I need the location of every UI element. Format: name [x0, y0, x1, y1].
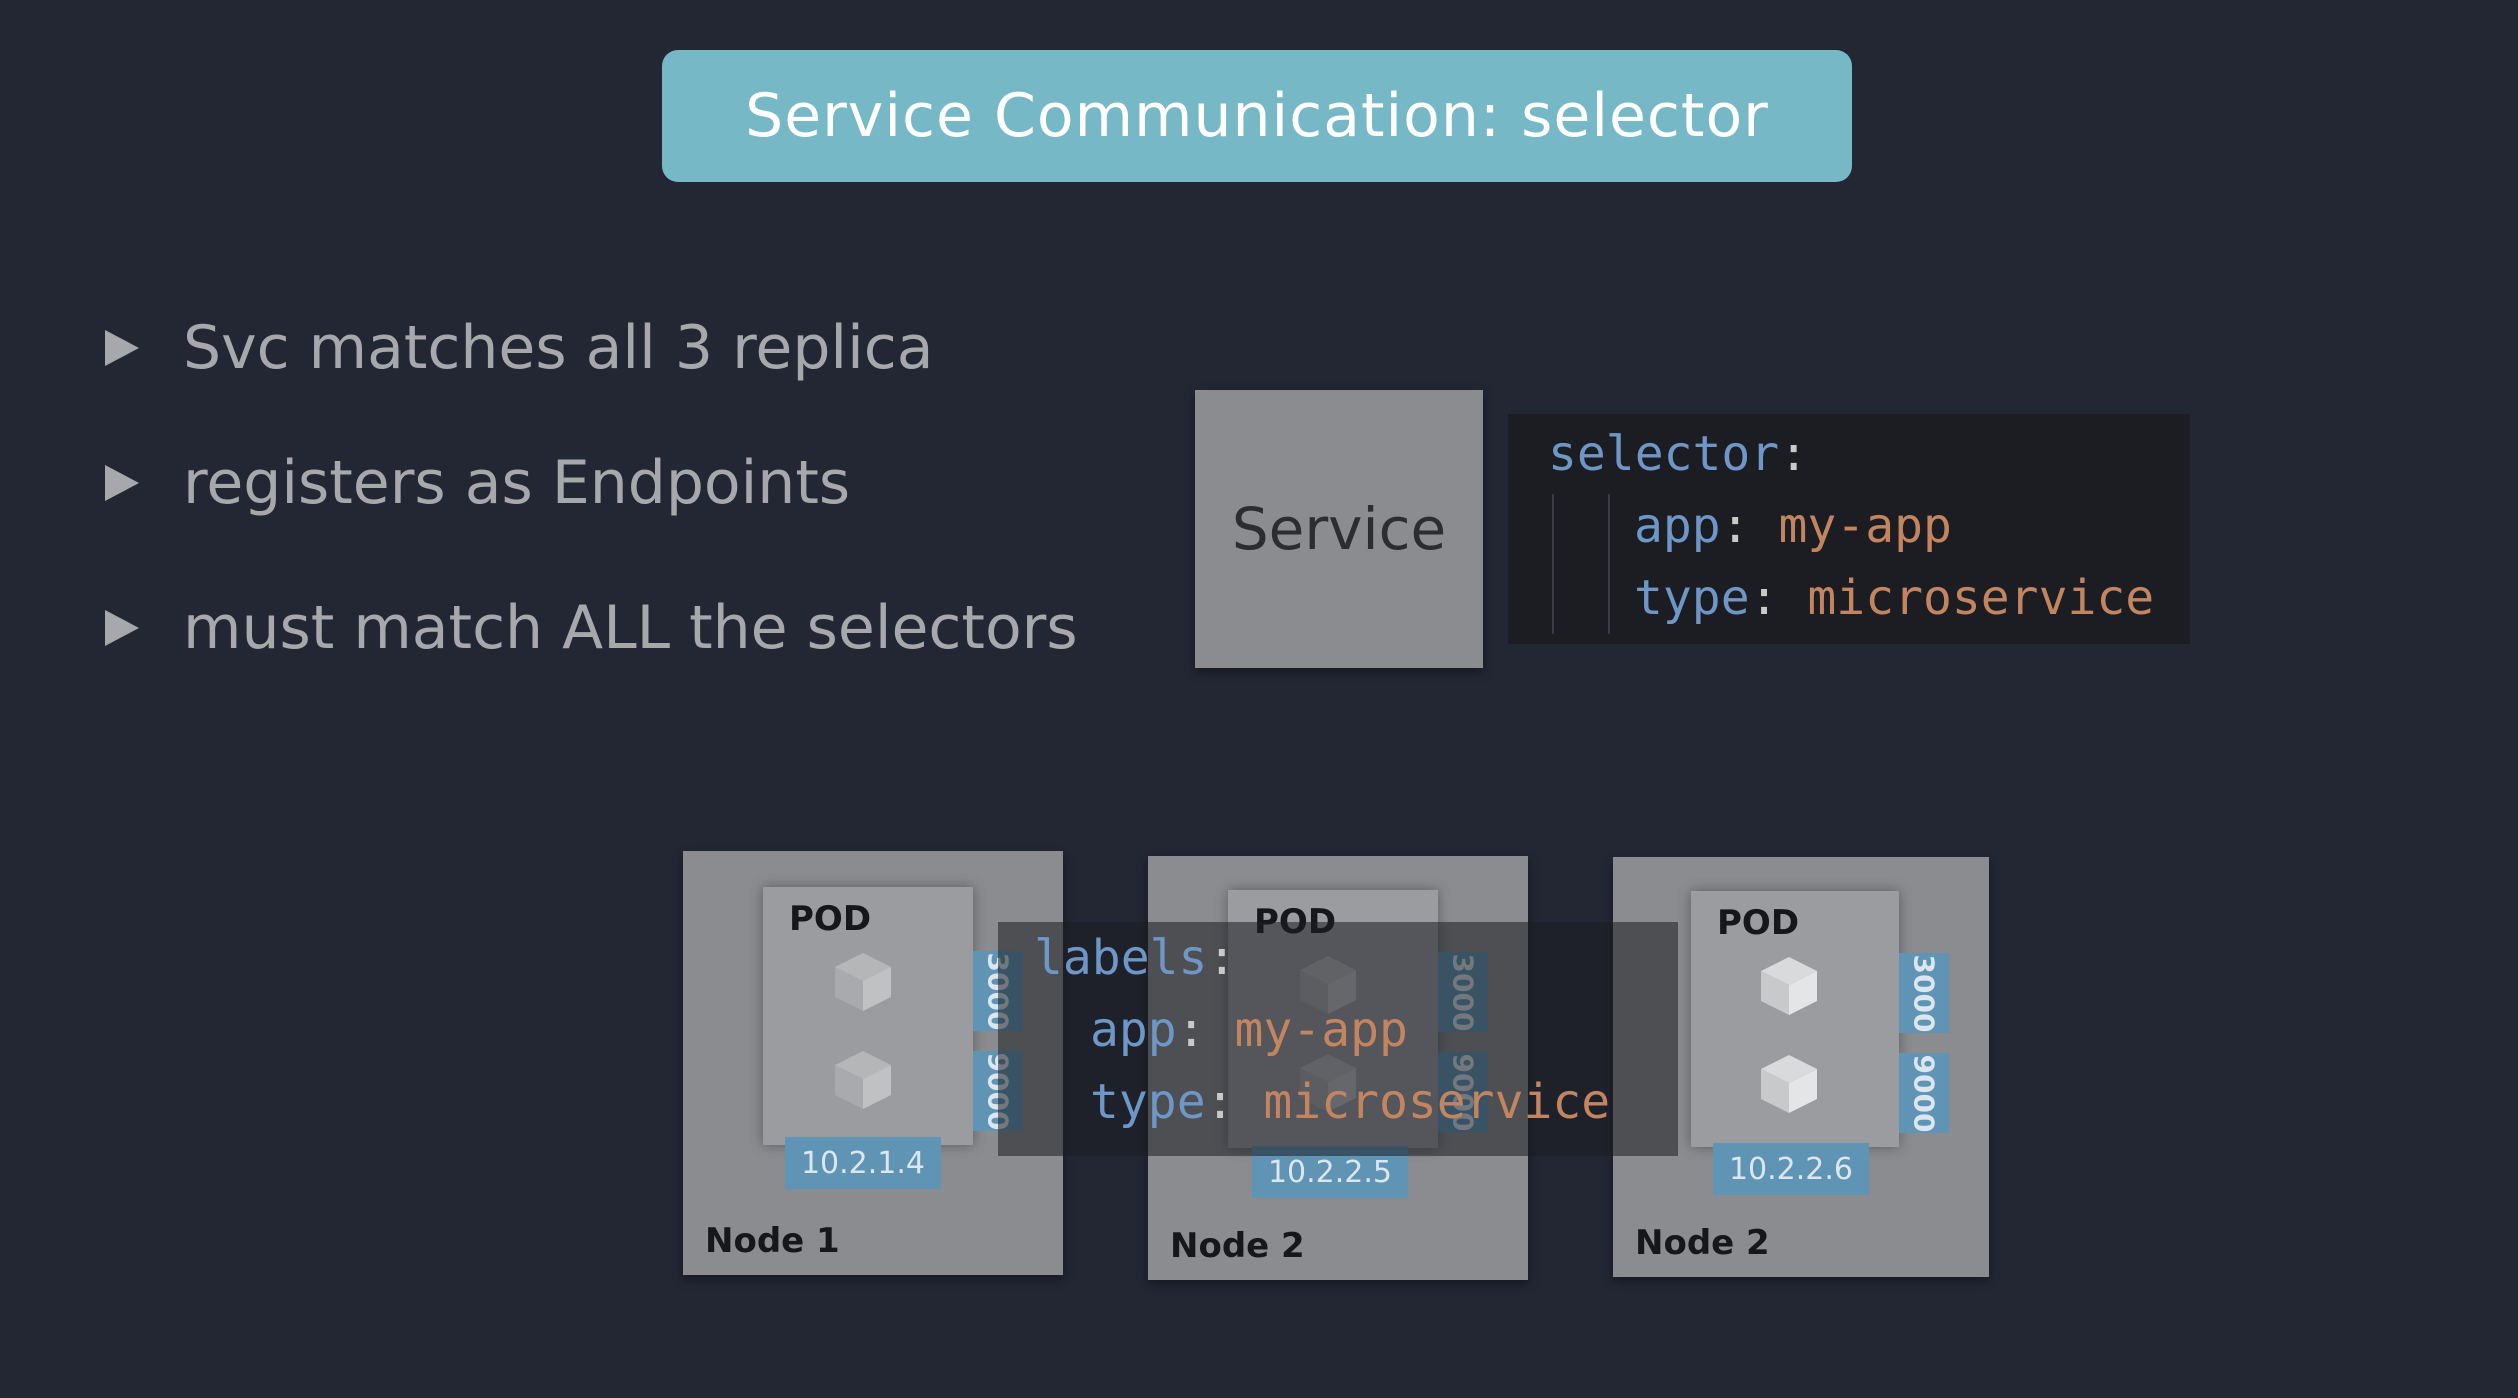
yaml-key: type	[1090, 1074, 1206, 1130]
selector-yaml-panel: selector: app: my-app type: microservice	[1508, 414, 2190, 644]
container-cube-icon	[1761, 957, 1817, 1015]
port-badge: 3000	[1899, 953, 1949, 1033]
bullet-text: Svc matches all 3 replica	[183, 313, 934, 383]
yaml-value: microservice	[1263, 1074, 1611, 1130]
yaml-value: my-app	[1234, 1002, 1408, 1058]
node-label: Node 1	[705, 1221, 840, 1261]
port-badge: 9000	[1899, 1053, 1949, 1133]
slide-title: Service Communication: selector	[745, 81, 1769, 151]
title-banner: Service Communication: selector	[662, 50, 1852, 182]
pod-box: POD	[763, 887, 973, 1145]
yaml-value: my-app	[1778, 498, 1952, 554]
yaml-line: app: my-app	[1090, 1002, 1408, 1058]
yaml-key: selector	[1548, 426, 1780, 482]
triangle-bullet-icon	[105, 465, 139, 501]
triangle-bullet-icon	[105, 330, 139, 366]
container-cube-icon	[835, 1051, 891, 1109]
yaml-key: app	[1634, 498, 1721, 554]
bullet-text: registers as Endpoints	[183, 448, 851, 518]
yaml-line: type: microservice	[1090, 1074, 1611, 1130]
yaml-value: microservice	[1807, 570, 2155, 626]
container-cube-icon	[835, 953, 891, 1011]
yaml-line: type: microservice	[1634, 570, 2155, 626]
indent-guide	[1608, 494, 1610, 634]
yaml-key: type	[1634, 570, 1750, 626]
triangle-bullet-icon	[105, 610, 139, 646]
service-box: Service	[1195, 390, 1483, 668]
ip-badge: 10.2.2.6	[1713, 1143, 1869, 1195]
ip-badge: 10.2.1.4	[785, 1137, 941, 1189]
labels-yaml-panel: labels: app: my-app type: microservice	[998, 922, 1678, 1156]
bullet-text: must match ALL the selectors	[183, 593, 1078, 663]
container-cube-icon	[1761, 1055, 1817, 1113]
yaml-key: app	[1090, 1002, 1177, 1058]
bullet-item: Svc matches all 3 replica	[105, 308, 934, 388]
bullet-item: must match ALL the selectors	[105, 588, 1078, 668]
yaml-key: labels	[1034, 930, 1208, 986]
yaml-line: selector:	[1548, 426, 1809, 482]
pod-box: POD	[1691, 891, 1899, 1147]
node-label: Node 2	[1170, 1226, 1305, 1266]
pod-label: POD	[789, 899, 872, 939]
pod-label: POD	[1717, 903, 1800, 943]
service-label: Service	[1231, 495, 1447, 563]
bullet-item: registers as Endpoints	[105, 443, 850, 523]
indent-guide	[1552, 494, 1554, 634]
yaml-line: labels:	[1034, 930, 1237, 986]
node-label: Node 2	[1635, 1223, 1770, 1263]
yaml-line: app: my-app	[1634, 498, 1952, 554]
